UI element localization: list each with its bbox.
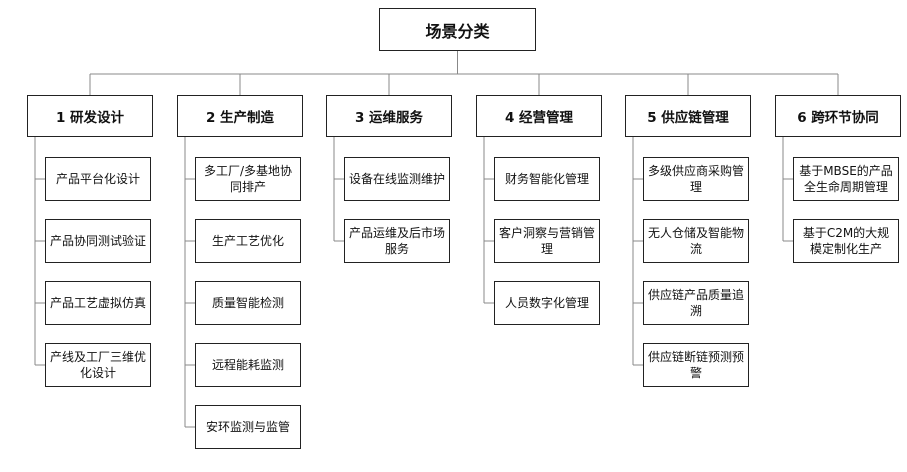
scenario-node: 供应链断链预测预警 [643,343,749,387]
category-node-3: 3 运维服务 [326,95,452,137]
scenario-node: 产品工艺虚拟仿真 [45,281,151,325]
category-node-1: 1 研发设计 [27,95,153,137]
scenario-node: 基于C2M的大规模定制化生产 [793,219,899,263]
scenario-node: 产线及工厂三维优化设计 [45,343,151,387]
category-node-4: 4 经营管理 [476,95,602,137]
scenario-node: 财务智能化管理 [494,157,600,201]
category-node-5: 5 供应链管理 [625,95,751,137]
category-node-6: 6 跨环节协同 [775,95,901,137]
scenario-node: 安环监测与监管 [195,405,301,449]
scenario-node: 供应链产品质量追溯 [643,281,749,325]
scenario-node: 多级供应商采购管理 [643,157,749,201]
scenario-node: 设备在线监测维护 [344,157,450,201]
scenario-node: 产品平台化设计 [45,157,151,201]
scenario-node: 基于MBSE的产品全生命周期管理 [793,157,899,201]
scenario-node: 产品运维及后市场服务 [344,219,450,263]
scenario-node: 产品协同测试验证 [45,219,151,263]
scenario-node: 客户洞察与营销管理 [494,219,600,263]
scenario-node: 多工厂/多基地协同排产 [195,157,301,201]
root-node: 场景分类 [379,8,536,51]
scenario-node: 生产工艺优化 [195,219,301,263]
scenario-node: 人员数字化管理 [494,281,600,325]
scenario-node: 远程能耗监测 [195,343,301,387]
scenario-node: 质量智能检测 [195,281,301,325]
category-node-2: 2 生产制造 [177,95,303,137]
scenario-node: 无人仓储及智能物流 [643,219,749,263]
